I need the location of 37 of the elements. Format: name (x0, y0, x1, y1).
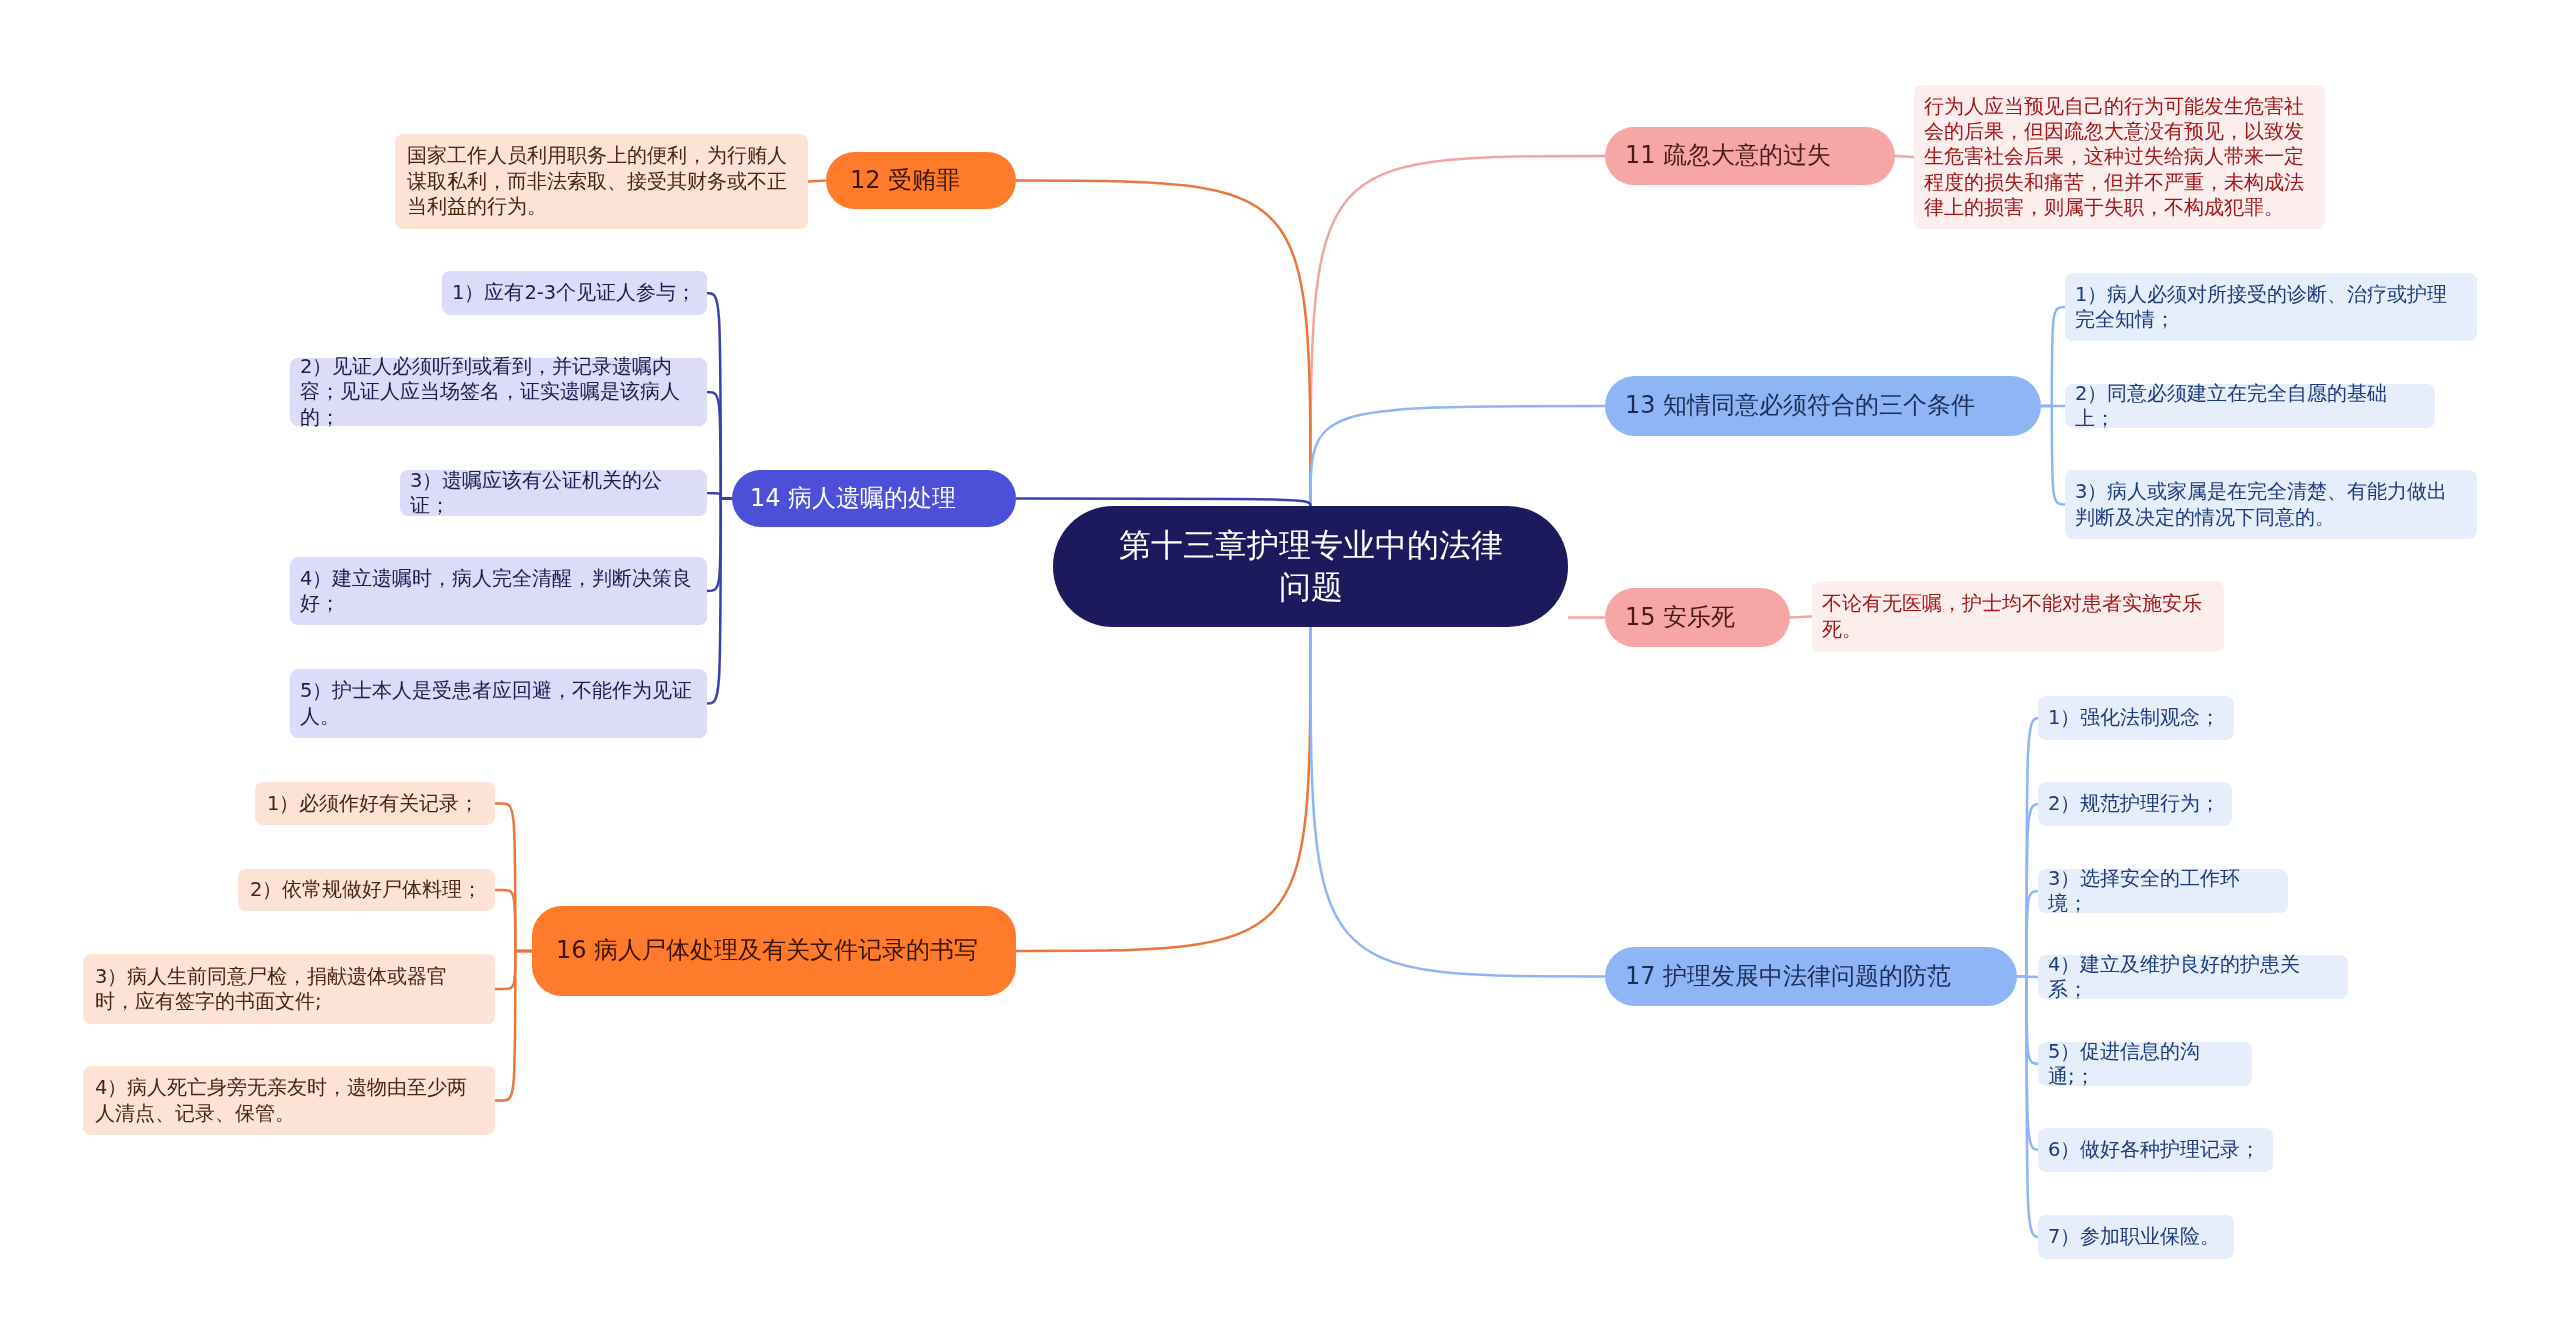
subtopic-card: 4）建立及维护良好的护患关系； (2038, 955, 2348, 999)
note-card: 不论有无医嘱，护士均不能对患者实施安乐死。 (1812, 581, 2224, 652)
subtopic-card: 2）同意必须建立在完全自愿的基础上； (2065, 384, 2435, 428)
note-card: 2）依常规做好尸体料理； (238, 869, 495, 911)
note-card: 行为人应当预见自己的行为可能发生危害社会的后果，但因疏忽大意没有预见，以致发生危害社会后果，这种过失给病人带来一定程度的损失和痛苦，但并不严重，未构成法律上的损害，则属于失职，不构成犯罪。 (1914, 85, 2325, 229)
note-card: 3）病人生前同意尸检，捐献遗体或器官时，应有签字的书面文件; (83, 954, 495, 1024)
subtopic-card: 4）建立遗嘱时，病人完全清醒，判断决策良好； (290, 557, 707, 625)
subtopic-card: 1）强化法制观念； (2038, 696, 2234, 740)
subtopic-card: 2）见证人必须听到或看到，并记录遗嘱内容；见证人应当场签名，证实遗嘱是该病人的； (290, 358, 707, 426)
subtopic-card: 1）病人必须对所接受的诊断、治疗或护理完全知情； (2065, 273, 2477, 341)
connector-line (1789, 615, 1813, 619)
connector-line (1309, 627, 1605, 978)
subtopic-card: 1）应有2-3个见证人参与； (442, 271, 707, 315)
topic-pill: 13 知情同意必须符合的三个条件 (1605, 376, 2041, 436)
connector-line (1894, 154, 1915, 159)
note-card: 4）病人死亡身旁无亲友时，遗物由至少两人清点、记录、保管。 (83, 1066, 495, 1135)
connector-line (1309, 404, 1605, 506)
note-card: 国家工作人员利用职务上的便利，为行贿人谋取私利，而非法索取、接受其财务或不正当利益的行为。 (395, 134, 808, 229)
central-topic: 第十三章护理专业中的法律问题 (1053, 506, 1568, 627)
subtopic-card: 6）做好各种护理记录； (2038, 1128, 2273, 1172)
topic-pill: 14 病人遗嘱的处理 (732, 470, 1016, 527)
topic-pill: 17 护理发展中法律问题的防范 (1605, 947, 2017, 1006)
topic-pill: 15 安乐死 (1605, 588, 1790, 647)
topic-pill: 12 受贿罪 (826, 152, 1016, 209)
subtopic-card: 3）选择安全的工作环境； (2038, 869, 2288, 913)
subtopic-card: 3）遗嘱应该有公证机关的公证； (400, 470, 707, 516)
connector-line (807, 179, 827, 183)
subtopic-card: 5）护士本人是受患者应回避，不能作为见证人。 (290, 669, 707, 738)
subtopic-card: 2）规范护理行为； (2038, 782, 2232, 826)
note-card: 1）必须作好有关记录； (255, 782, 495, 825)
topic-pill: 16 病人尸体处理及有关文件记录的书写 (532, 906, 1016, 996)
subtopic-card: 5）促进信息的沟通;； (2038, 1042, 2252, 1086)
connector-line (1016, 497, 1312, 507)
subtopic-card: 7）参加职业保险。 (2038, 1215, 2234, 1259)
connector-line (1568, 616, 1605, 619)
subtopic-card: 3）病人或家属是在完全清楚、有能力做出判断及决定的情况下同意的。 (2065, 470, 2477, 539)
topic-pill: 11 疏忽大意的过失 (1605, 127, 1895, 185)
